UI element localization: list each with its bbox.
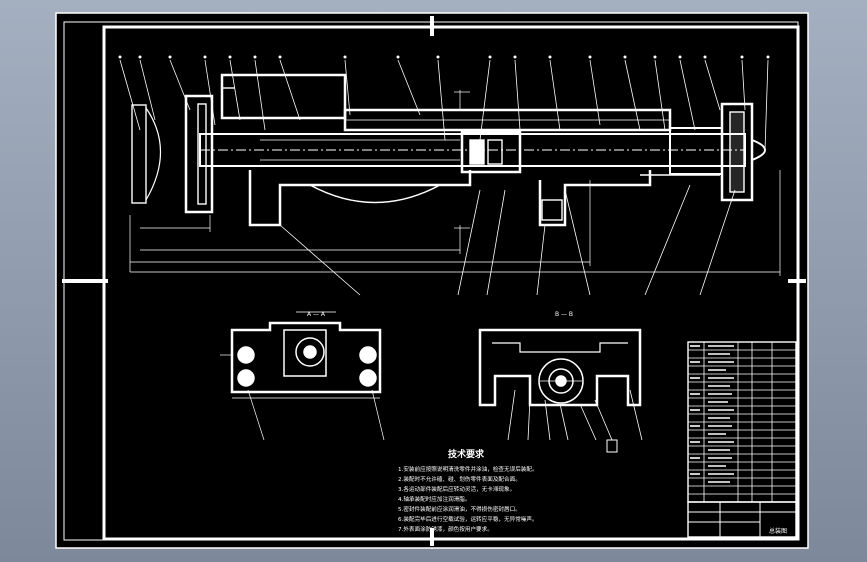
left-curved-plate	[145, 107, 161, 201]
right-housing	[669, 127, 723, 175]
left-flange	[184, 94, 214, 214]
trough-arc	[309, 184, 441, 204]
centering-marks	[62, 16, 806, 546]
tech-req-line: 3.各运动部件装配后应转动灵活，无卡滞现象。	[398, 485, 515, 493]
dimension-lines	[129, 90, 781, 276]
tech-req-line: 5.密封件装配前应涂润滑油，不得损伤密封唇口。	[398, 505, 521, 513]
bearing-block	[460, 130, 522, 174]
lower-trough	[248, 170, 472, 227]
tech-req-line: 4.轴承装配时应加注润滑脂。	[398, 495, 470, 503]
drawing-sheet	[55, 12, 809, 549]
section-a-label: A — A	[307, 311, 326, 318]
main-assembly-view	[118, 55, 781, 296]
section-b-label: B — B	[555, 311, 573, 318]
tech-req-line: 2.装配时不允许磕、碰、划伤零件表面及配合面。	[398, 475, 521, 483]
part-number-marks	[118, 55, 770, 59]
tech-req-line: 1.安装前应按照说明清洗零件并涂油，检查无误后装配。	[398, 465, 538, 473]
tech-req-line: 6.装配完毕后进行空载试验，运转应平稳，无异常噪声。	[398, 515, 538, 523]
section-view-a	[220, 311, 385, 441]
left-end-cap	[131, 104, 147, 204]
tech-requirements-title: 技术要求	[448, 448, 485, 460]
parts-list-scribble	[690, 345, 734, 483]
bottom-leaders	[279, 184, 736, 296]
section-view-b	[478, 328, 643, 453]
parts-list-table	[687, 341, 797, 503]
title-block	[687, 501, 797, 538]
tech-requirements-list: 1.安装前应按照说明清洗零件并涂油，检查无误后装配。 2.装配时不允许磕、碰、划…	[398, 465, 538, 533]
tech-req-line: 7.外表面涂防锈漆，颜色按用户要求。	[398, 525, 493, 533]
title-block-name: 总装图	[769, 527, 787, 535]
